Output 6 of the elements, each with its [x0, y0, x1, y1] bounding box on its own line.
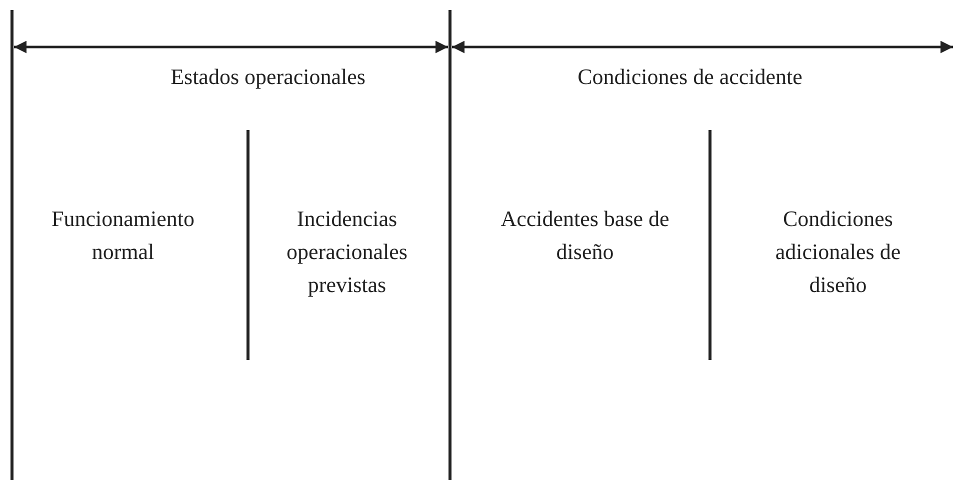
state-label: Incidencias operacionales previstas: [286, 205, 408, 299]
category-heading: Estados operacionales: [170, 63, 366, 91]
state-label: Funcionamiento normal: [50, 205, 196, 266]
state-label: Condiciones adicionales de diseño: [774, 205, 902, 299]
category-heading: Condiciones de accidente: [576, 63, 804, 91]
state-label: Accidentes base de diseño: [500, 205, 670, 266]
